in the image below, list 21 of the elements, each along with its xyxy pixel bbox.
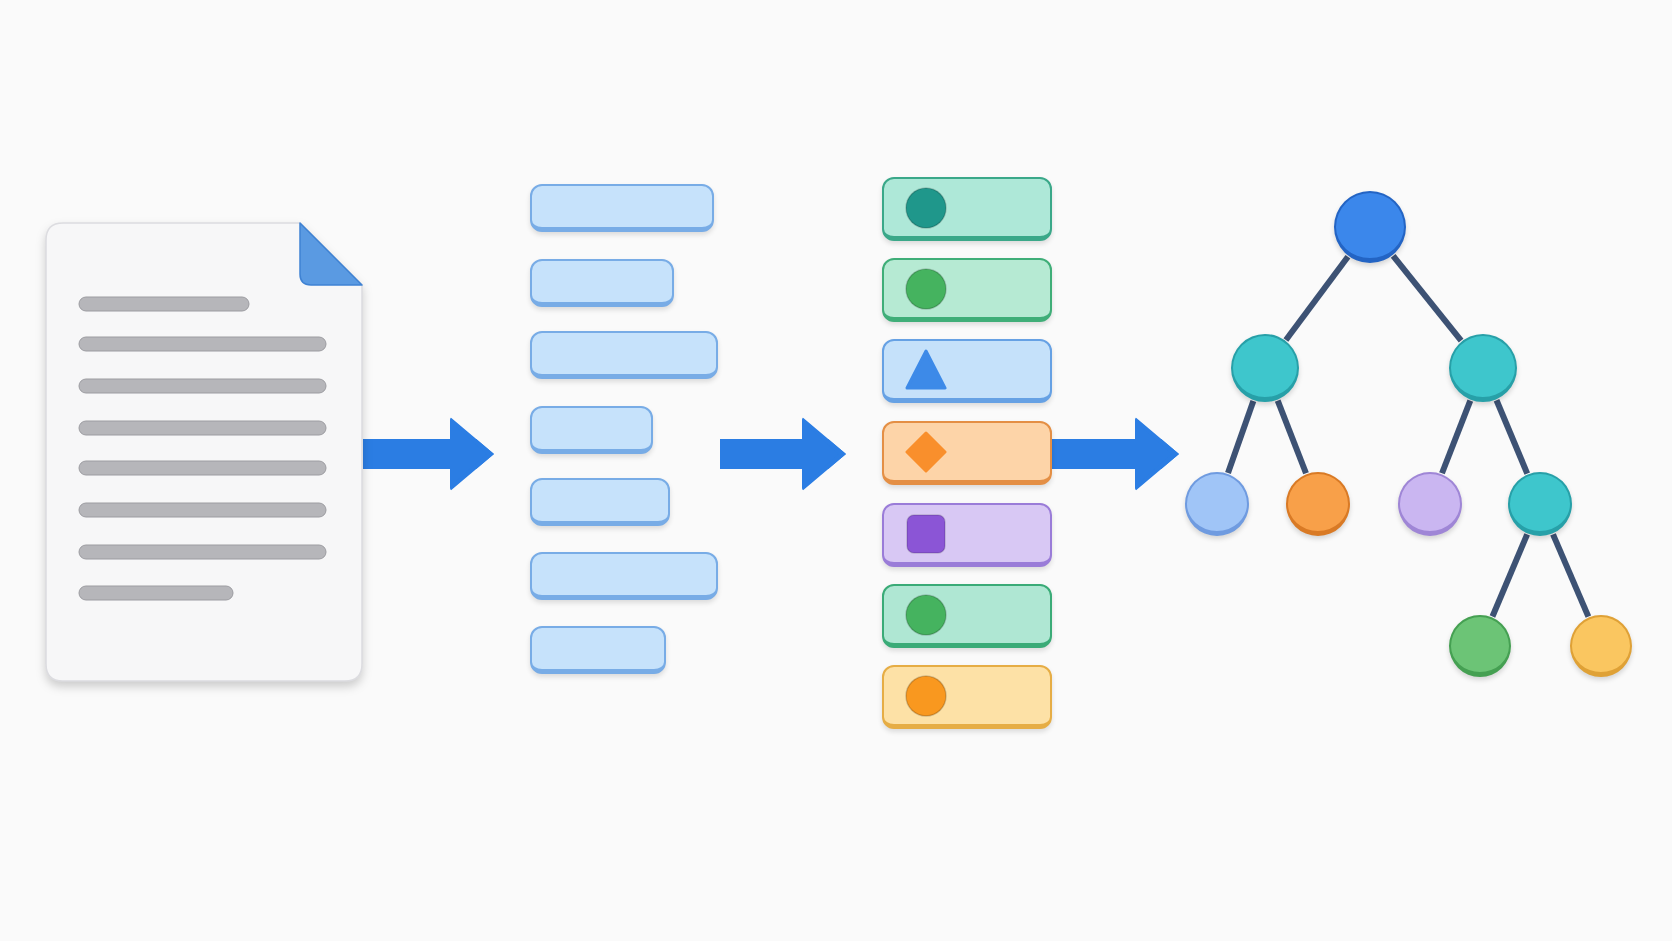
- tagged-token-bar: [882, 584, 1052, 648]
- connector-line: [1283, 254, 1351, 342]
- arrow: [363, 417, 494, 491]
- tagged-token-bar: [882, 503, 1052, 567]
- arrow: [720, 417, 846, 491]
- token-bar: [530, 259, 674, 307]
- connector-line: [1390, 254, 1464, 343]
- token-bar: [530, 331, 718, 379]
- document-illustration: [45, 222, 363, 682]
- tagged-token-bar: [882, 258, 1052, 322]
- token-bar: [530, 552, 718, 600]
- connector-line: [1225, 400, 1257, 474]
- tagged-token-bar: [882, 339, 1052, 403]
- token-bar: [530, 406, 653, 454]
- tagged-token-bar: [882, 421, 1052, 485]
- tagged-token-bar: [882, 177, 1052, 241]
- token-bar: [530, 626, 666, 674]
- token-bar: [530, 478, 670, 526]
- tagged-token-bar: [882, 665, 1052, 729]
- arrow: [1052, 417, 1179, 491]
- token-bar: [530, 184, 714, 232]
